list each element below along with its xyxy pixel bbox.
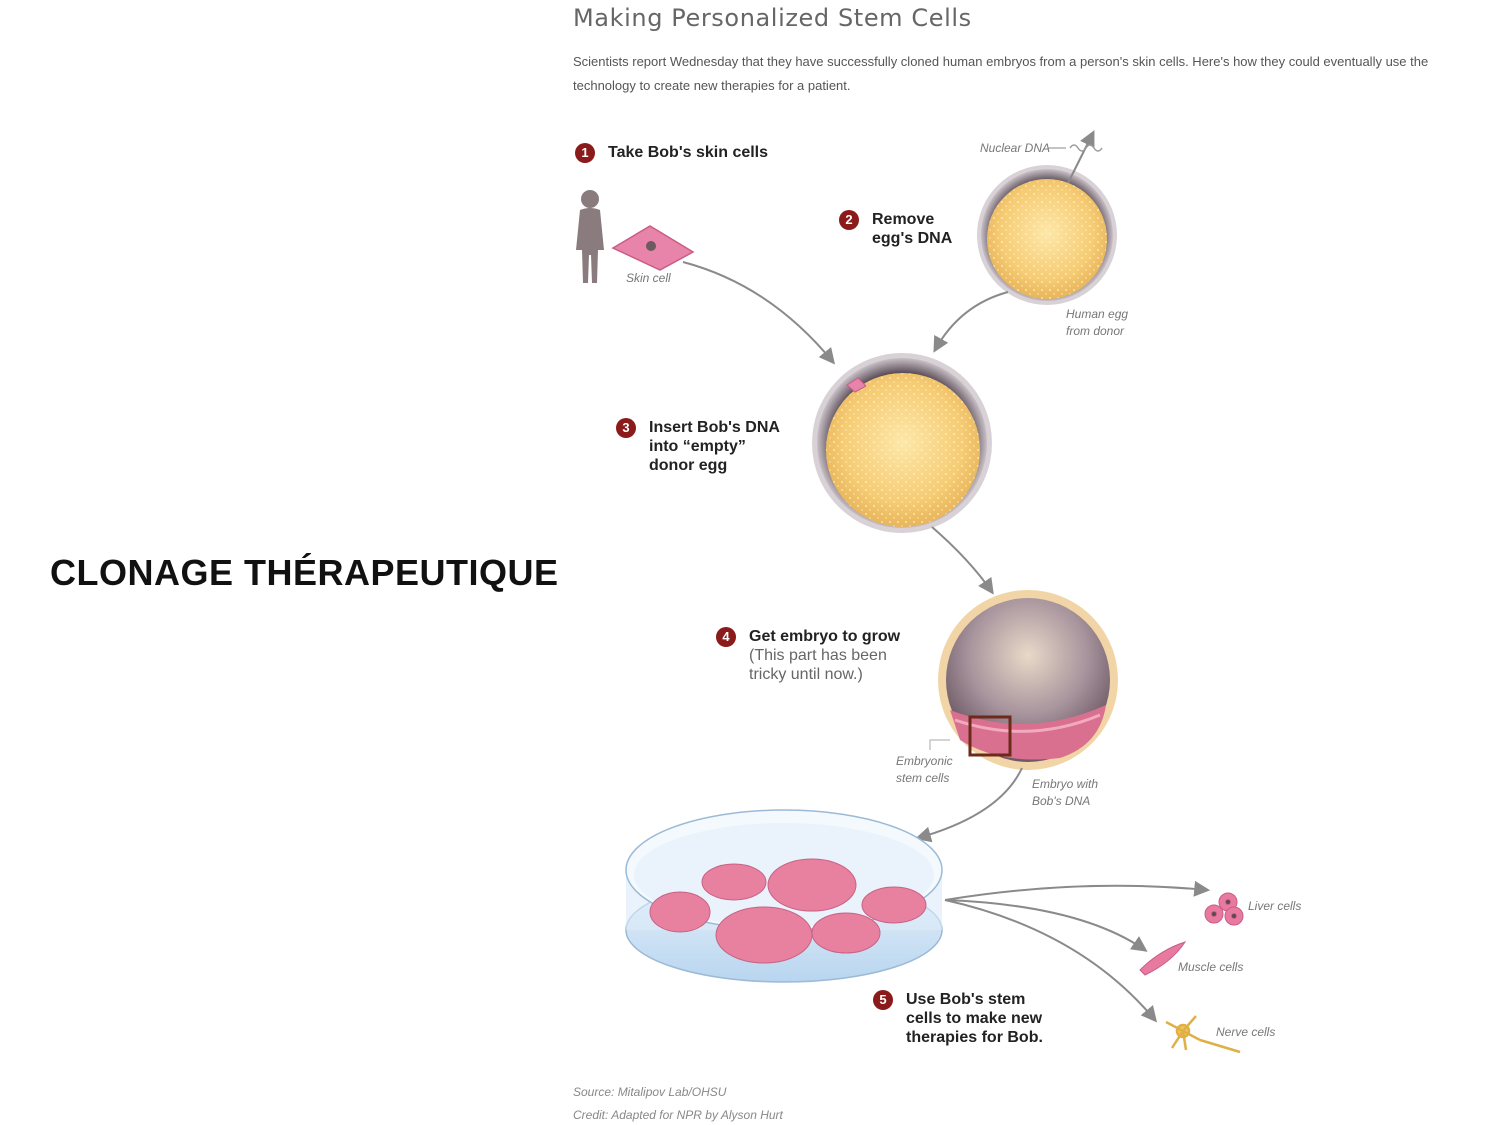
step-3-badge: 3 [616, 418, 636, 438]
source-credit: Source: Mitalipov Lab/OHSU [573, 1085, 727, 1099]
liver-cells-label: Liver cells [1248, 899, 1302, 913]
person-silhouette-icon [576, 190, 604, 283]
embryonic-label-2: stem cells [896, 771, 950, 785]
step-2-line-2: egg's DNA [872, 230, 953, 247]
nerve-cells-label: Nerve cells [1216, 1025, 1276, 1039]
embryonic-leader-line [929, 739, 950, 750]
step-5-line-1: Use Bob's stem [906, 991, 1026, 1008]
step-3: 3 Insert Bob's DNA into “empty” donor eg… [616, 418, 780, 475]
skin-cell-label: Skin cell [626, 271, 671, 285]
step-5-line-2: cells to make new [906, 1010, 1043, 1027]
step-5-badge: 5 [873, 990, 893, 1010]
step-4-note-2: tricky until now.) [749, 666, 863, 683]
step-4-note-1: (This part has been [749, 647, 887, 664]
embryo-icon [938, 590, 1118, 770]
embryonic-label-1: Embryonic [896, 754, 953, 768]
side-title: CLONAGE THÉRAPEUTIQUE [50, 552, 559, 593]
diagram-title: Making Personalized Stem Cells [573, 4, 972, 32]
step-5-line-3: therapies for Bob. [906, 1029, 1043, 1046]
muscle-cells-icon [1139, 941, 1187, 976]
dna-strand-icon [1069, 144, 1103, 152]
embryo-label-2: Bob's DNA [1032, 794, 1091, 808]
step-5: 5 Use Bob's stem cells to make new thera… [873, 990, 1043, 1047]
step-1: 1 Take Bob's skin cells [575, 143, 769, 163]
arrow-embryo-to-dish [914, 767, 1023, 843]
donor-egg-icon [977, 165, 1117, 305]
step-1-text: Take Bob's skin cells [608, 144, 769, 161]
human-egg-label-2: from donor [1066, 324, 1125, 338]
arrow-to-liver [944, 880, 1211, 901]
step-3-line-2: into “empty” [649, 438, 746, 455]
step-3-line-3: donor egg [649, 457, 728, 474]
arrow-egg-to-embryo [931, 526, 994, 595]
nuclear-dna-label: Nuclear DNA [980, 141, 1051, 155]
liver-cells-icon [1204, 892, 1244, 926]
arrow-egg-to-insert [933, 291, 1009, 353]
step-3-line-1: Insert Bob's DNA [649, 419, 780, 436]
human-egg-label-1: Human egg [1066, 307, 1129, 321]
step-2: 2 Remove egg's DNA [839, 210, 952, 248]
step-1-badge: 1 [575, 143, 595, 163]
nerve-cell-icon [1165, 1015, 1241, 1054]
petri-dish-icon [625, 809, 943, 983]
arrow-to-nerve [944, 899, 1158, 1023]
arrow-skin-to-egg [682, 261, 836, 365]
reconstructed-egg-icon [812, 353, 992, 533]
author-credit: Credit: Adapted for NPR by Alyson Hurt [573, 1108, 783, 1122]
step-2-badge: 2 [839, 210, 859, 230]
embryo-label-1: Embryo with [1032, 777, 1099, 791]
arrow-to-muscle [944, 899, 1148, 952]
dna-removal-arrow [1067, 130, 1095, 184]
muscle-cells-label: Muscle cells [1178, 960, 1244, 974]
step-4: 4 Get embryo to grow (This part has been… [716, 627, 900, 684]
step-4-text: Get embryo to grow [749, 628, 901, 645]
diagram-subtitle: Scientists report Wednesday that they ha… [573, 54, 1429, 93]
skin-cell-icon [611, 225, 695, 271]
step-4-badge: 4 [716, 627, 736, 647]
step-2-line-1: Remove [872, 211, 935, 228]
